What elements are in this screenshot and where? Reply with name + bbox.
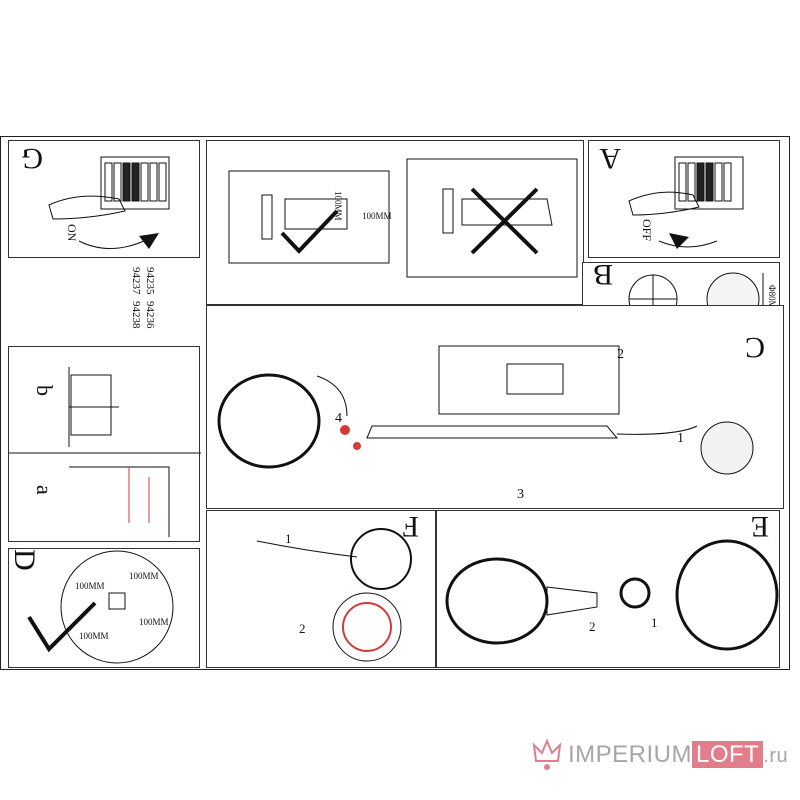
model-code-2: 94236 [144,301,156,329]
check-mark-icon [27,601,97,653]
panel-top-center: 100MM 100MM [206,140,584,305]
dim-d-1: 100MM [75,581,105,591]
panel-a-drawing: A OFF [599,142,744,249]
dim-d-2: 100MM [129,571,159,581]
panel-e-letter: E [751,511,769,543]
model-code-1: 94235 [144,267,156,295]
watermark-part1: IMPERIUM [568,741,692,768]
panel-g: G ON [8,140,200,258]
switch-label-off: OFF [640,219,654,241]
ceiling-cutout-drawing: 100MM 100MM [228,158,578,278]
sub-label-a: a [32,485,57,495]
step-f-1: 1 [285,531,292,546]
rotate-arrow-icon [78,240,145,249]
arrow-head-icon [139,233,159,249]
breaker-panel [100,156,170,210]
diameter-label: Φ80MM [767,285,777,317]
model-codes: 94235 94236 94237 94238 [102,262,172,342]
panel-e-drawing: E 2 1 [445,511,779,651]
panel-d-drawing: 100MM 100MM 100MM 100MM D [9,549,174,664]
instruction-sheet [0,136,790,670]
panel-f: F 1 2 [206,510,436,668]
check-mark-icon [280,209,339,254]
panel-g-letter: G [21,142,43,175]
panel-a: A OFF [588,140,780,258]
panel-b-letter: B [593,263,613,291]
panel-f-letter: F [402,511,419,543]
panel-e: E 2 1 [436,510,780,668]
crown-logo-icon [532,738,562,770]
arrow-head-icon [669,233,689,249]
model-code-4: 94238 [130,301,142,329]
panel-d: 100MM 100MM 100MM 100MM D [8,548,200,668]
panel-g-drawing: G ON [21,142,170,249]
panel-c-drawing: C 4 2 1 3 [217,331,765,502]
step-e-2: 2 [589,619,596,634]
step-2: 2 [617,347,624,362]
hand-icon [48,195,126,220]
light-ring [217,373,321,469]
sub-label-b: b [32,385,57,396]
dim-d-4: 100MM [79,631,109,641]
panel-c: C 4 2 1 3 [206,305,784,509]
panel-d-letter: D [9,549,41,571]
panel-a-letter: A [599,142,621,175]
panel-c-letter: C [745,331,765,364]
step-f-2: 2 [299,621,306,636]
step-1: 1 [677,431,684,446]
dim-label-2: 100MM [333,191,343,221]
switch-label-on: ON [65,224,79,242]
panel-f-drawing: F 1 2 [256,511,419,662]
panel-ab-drawing: b a [9,367,201,537]
panel-b-drawing: B Φ80MM [593,263,777,326]
model-code-3: 94237 [130,267,142,295]
rotate-arrow-icon [658,240,718,248]
hand-icon [628,191,700,216]
step-3: 3 [517,487,524,502]
watermark-part3: .ru [763,745,789,767]
step-4: 4 [335,411,342,426]
cross-mark-icon [470,187,539,255]
cable-end [700,421,754,475]
dim-label-1: 100MM [362,211,392,221]
dim-d-3: 100MM [139,617,169,627]
watermark-part2: LOFT [692,741,764,768]
step-e-1: 1 [651,615,658,630]
panel-ab: b a [8,346,201,542]
